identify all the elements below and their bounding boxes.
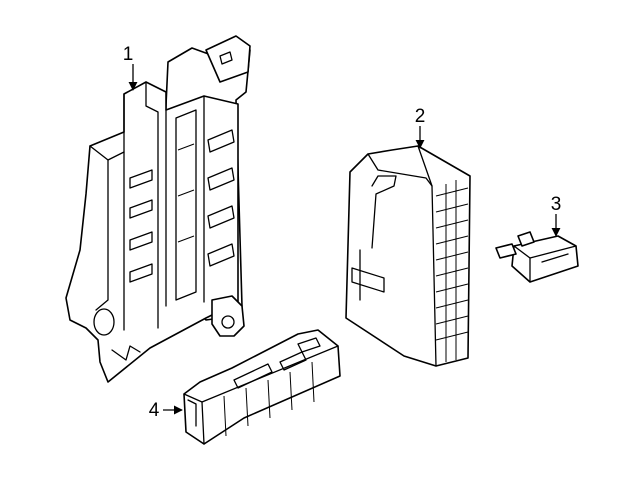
part-3-blade-fuse	[495, 231, 579, 283]
callout-4: 4	[149, 400, 183, 421]
callout-3-label: 3	[551, 194, 562, 215]
callout-1-label: 1	[123, 44, 134, 65]
part-4-fuse-holder	[183, 329, 341, 445]
callout-4-label: 4	[149, 400, 160, 421]
callout-2: 2	[415, 106, 426, 149]
callout-2-label: 2	[415, 106, 426, 127]
callout-1: 1	[123, 44, 138, 91]
part-2-fuse-box-cover	[345, 145, 471, 367]
cover-grid	[435, 180, 469, 362]
part-1-fuse-box-bracket	[65, 35, 251, 383]
callout-3: 3	[551, 194, 562, 237]
